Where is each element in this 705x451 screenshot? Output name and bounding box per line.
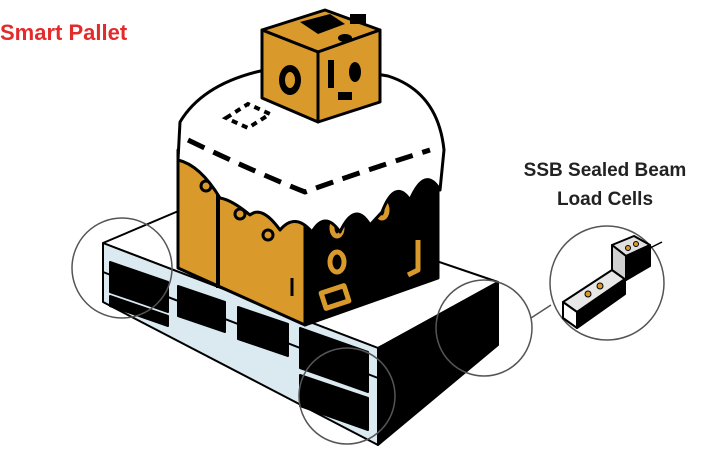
load-cell-locations <box>71 217 533 445</box>
load-cell-callout: SSB Sealed Beam Load Cells <box>505 156 705 214</box>
small-box <box>260 8 382 124</box>
load-cell-icon <box>562 235 663 329</box>
pallet-slot <box>109 261 169 313</box>
load-cell-magnifier <box>549 225 665 341</box>
cover-dashes <box>186 101 431 195</box>
small-box-right <box>316 28 382 124</box>
pallet-slot <box>237 306 289 357</box>
location-circle <box>298 347 396 445</box>
diagram-title: Smart Pallet <box>0 20 128 45</box>
pallet-right-face <box>377 281 499 446</box>
pallet-slot <box>109 295 169 327</box>
callout-leader-line <box>530 304 552 319</box>
pallet-slot <box>299 374 369 431</box>
location-circle <box>435 279 533 377</box>
callout-line-2: Load Cells <box>556 189 654 210</box>
location-circle <box>71 217 173 319</box>
callout-line-1: SSB Sealed Beam <box>523 160 687 181</box>
